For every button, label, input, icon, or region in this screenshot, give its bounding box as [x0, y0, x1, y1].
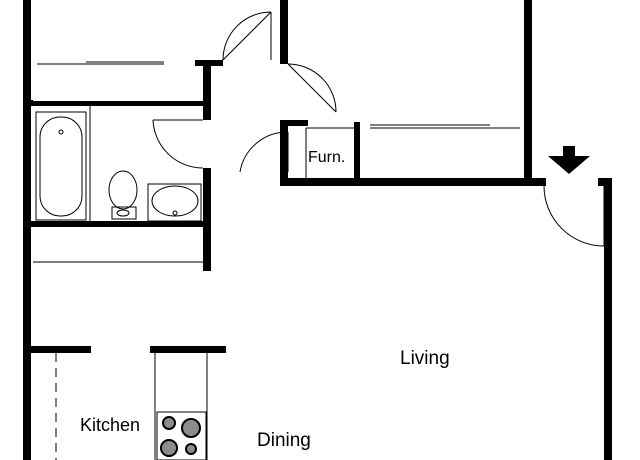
- label-kitchen: Kitchen: [80, 415, 140, 435]
- entry-arrow-icon: [548, 146, 590, 174]
- door-hall-closet: [239, 131, 289, 173]
- label-furnace: Furn.: [308, 149, 345, 166]
- wall-bath-right-upper: [203, 60, 211, 120]
- wall-bedroom1-bottom: [33, 101, 211, 106]
- bathtub-icon: [35, 111, 87, 221]
- wall-hall-top: [280, 120, 288, 186]
- door-bedroom1: [222, 11, 272, 61]
- stove-burners: [160, 416, 201, 457]
- door-bath: [152, 119, 204, 169]
- door-bedroom2: [287, 63, 337, 113]
- label-living: Living: [400, 348, 450, 369]
- sink-icon: [147, 183, 202, 222]
- stove-icon: [156, 411, 207, 460]
- thin-lines: [33, 61, 520, 460]
- wall-bedroom2-right: [524, 0, 532, 186]
- label-dining: Dining: [257, 430, 311, 451]
- wall-living-top: [280, 178, 546, 186]
- wall-left-exterior: [23, 0, 31, 460]
- doors: [152, 11, 605, 247]
- wall-bath-right-lower: [203, 168, 211, 271]
- wall-bedroom1-bottom-left: [23, 100, 33, 106]
- wall-furnace-right: [354, 122, 360, 184]
- toilet-icon: [108, 170, 138, 220]
- walls: [23, 0, 612, 460]
- wall-kitchen-top-right: [150, 346, 226, 353]
- wall-hall-horizontal: [288, 120, 308, 126]
- door-entry: [543, 185, 605, 247]
- wall-right-exterior: [604, 178, 612, 460]
- wall-bath-bottom: [31, 221, 211, 227]
- wall-bedroom2-left: [280, 0, 288, 64]
- wall-kitchen-top-left: [31, 346, 91, 353]
